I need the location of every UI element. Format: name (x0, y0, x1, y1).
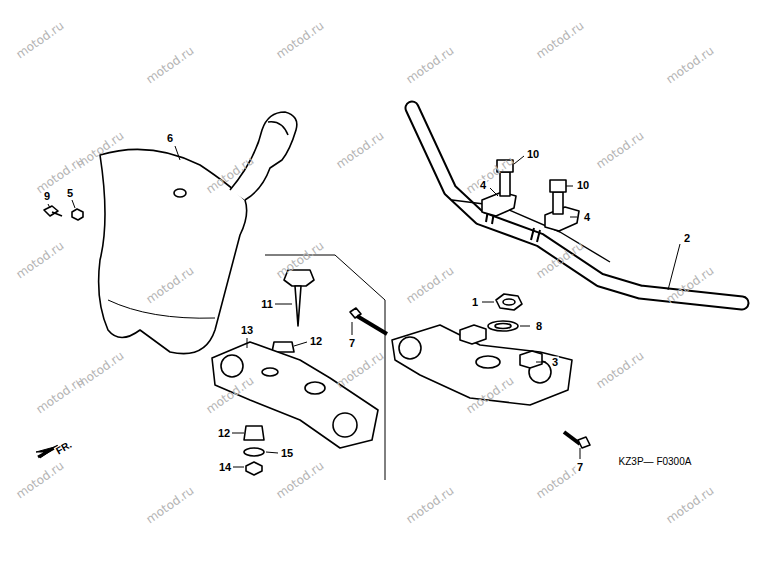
callout-number: 10 (576, 180, 590, 191)
watermark: motod.ru (34, 154, 86, 195)
watermark: motod.ru (14, 459, 66, 500)
watermark: motod.ru (404, 484, 456, 525)
callout-number: 9 (43, 191, 51, 202)
watermark: motod.ru (594, 129, 646, 170)
watermark: motod.ru (664, 484, 716, 525)
watermark: motod.ru (594, 349, 646, 390)
callout-number: 14 (218, 462, 232, 473)
watermark: motod.ru (404, 264, 456, 305)
callout-number: 8 (535, 321, 543, 332)
callout-number: 3 (551, 357, 559, 368)
callout-number: 2 (683, 233, 691, 244)
watermark: motod.ru (404, 44, 456, 85)
watermark: motod.ru (144, 44, 196, 85)
callout-number: 1 (471, 297, 479, 308)
watermark: motod.ru (14, 239, 66, 280)
callout-number: 10 (526, 149, 540, 160)
callout-number: 12 (217, 428, 231, 439)
watermark: motod.ru (534, 19, 586, 60)
watermark: motod.ru (274, 19, 326, 60)
callout-number: 13 (240, 325, 254, 336)
callout-number: 12 (309, 336, 323, 347)
watermark: motod.ru (334, 349, 386, 390)
callout-number: 4 (479, 180, 487, 191)
callout-number: 7 (576, 462, 584, 473)
callout-number: 6 (166, 133, 174, 144)
drawing-code: KZ3P— F0300A (618, 457, 693, 467)
watermark: motod.ru (34, 374, 86, 415)
callout-number: 15 (280, 448, 294, 459)
callout-number: 11 (260, 299, 274, 310)
callout-number: 7 (348, 338, 356, 349)
callout-number: 5 (66, 188, 74, 199)
watermark: motod.ru (274, 459, 326, 500)
watermark: motod.ru (144, 484, 196, 525)
watermark: motod.ru (334, 129, 386, 170)
watermark: motod.ru (664, 44, 716, 85)
callout-number: 4 (583, 212, 591, 223)
front-indicator: FR. (54, 439, 75, 457)
watermark: motod.ru (14, 19, 66, 60)
